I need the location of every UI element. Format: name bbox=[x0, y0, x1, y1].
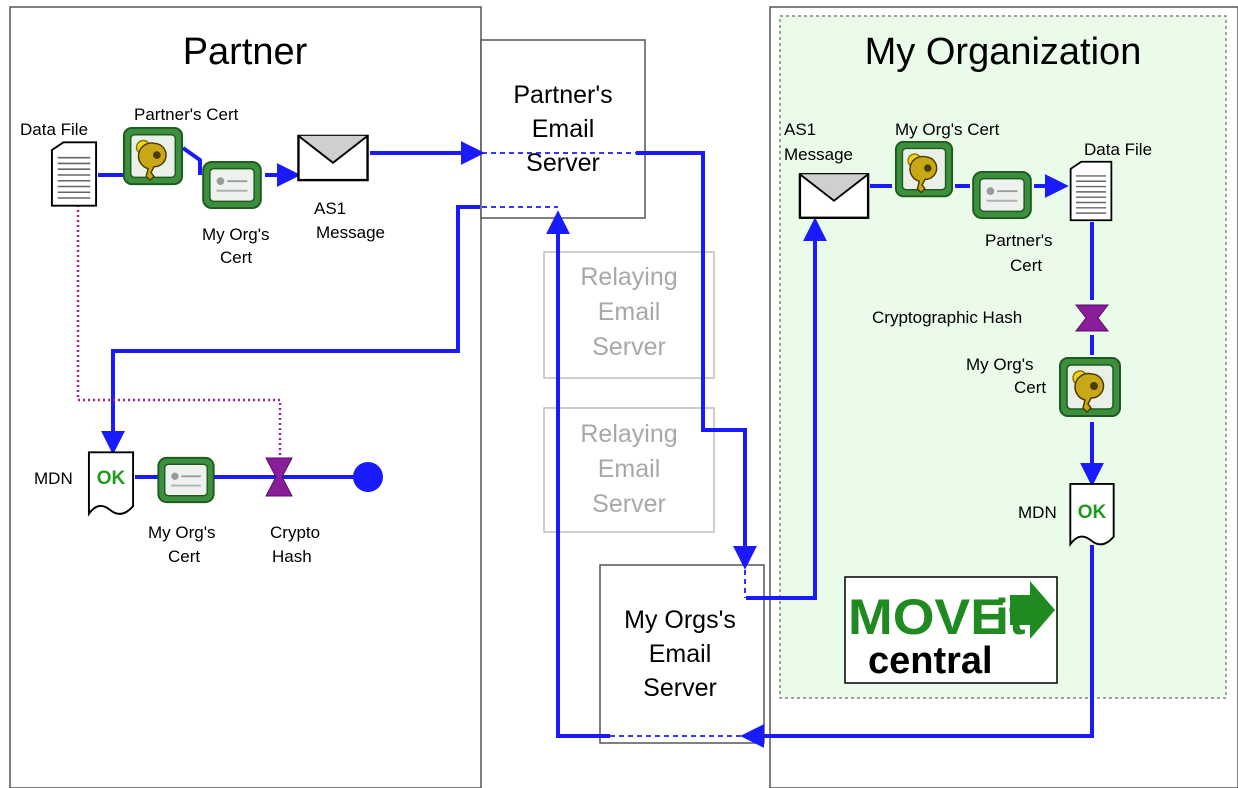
partner-my-org-cert-line2: Cert bbox=[220, 248, 252, 267]
partner-data-file-icon bbox=[50, 141, 98, 207]
partner-mdn-label: MDN bbox=[34, 469, 73, 488]
my-org-server-line1: My Orgs's bbox=[624, 606, 736, 634]
partner-server-line2: Email bbox=[532, 115, 595, 143]
hash-link-line bbox=[76, 200, 282, 460]
org-crypto-hash-label: Cryptographic Hash bbox=[872, 308, 1022, 327]
my-org-title: My Organization bbox=[865, 31, 1142, 73]
logo-it-text: it bbox=[995, 589, 1026, 645]
flow-lines bbox=[98, 141, 1104, 748]
my-org-email-server-box bbox=[599, 564, 765, 744]
org-mdn-label: MDN bbox=[1018, 503, 1057, 522]
relay1-line2: Email bbox=[598, 298, 661, 326]
org-mdn-ok: OK bbox=[1078, 502, 1107, 523]
partner-mdn-cert-line2: Cert bbox=[168, 547, 200, 566]
partner-email-server-box bbox=[480, 39, 646, 219]
org-my-org-cert-mid-line1: My Org's bbox=[966, 355, 1033, 374]
org-data-file-icon bbox=[1069, 160, 1113, 222]
logo-move-text: MOVE bbox=[848, 589, 1006, 645]
partner-as1-line2: Message bbox=[316, 223, 385, 242]
partner-server-line1: Partner's bbox=[513, 81, 612, 109]
relay-server-1-box bbox=[543, 251, 715, 379]
end-point-dot bbox=[353, 462, 383, 492]
partner-crypto-hash-icon bbox=[265, 457, 293, 497]
my-org-server-line3: Server bbox=[643, 674, 717, 702]
org-my-org-cert-key-icon bbox=[894, 140, 954, 198]
org-data-file-label: Data File bbox=[1084, 140, 1152, 159]
partner-mdn-cert-icon bbox=[157, 456, 215, 504]
partner-my-org-cert-line1: My Org's bbox=[202, 225, 269, 244]
org-my-org-cert-mid-key-icon bbox=[1058, 356, 1122, 418]
partner-title: Partner bbox=[183, 31, 308, 73]
partner-data-file-label: Data File bbox=[20, 120, 88, 139]
partner-mdn-ok: OK bbox=[97, 468, 126, 489]
org-partner-cert-icon bbox=[972, 170, 1032, 220]
moveit-central-logo: MOVE it central bbox=[844, 576, 1058, 684]
logo-central-text: central bbox=[868, 640, 993, 682]
relay1-line3: Server bbox=[592, 333, 666, 361]
org-envelope-icon bbox=[798, 173, 870, 219]
partner-cert-label: Partner's Cert bbox=[134, 105, 239, 124]
org-partner-cert-line1: Partner's bbox=[985, 231, 1053, 250]
relay2-line2: Email bbox=[598, 455, 661, 483]
partner-crypto-line1: Crypto bbox=[270, 523, 320, 542]
org-as1-line2: Message bbox=[784, 145, 853, 164]
relay2-line3: Server bbox=[592, 490, 666, 518]
partner-envelope-icon bbox=[297, 134, 369, 182]
relay1-line1: Relaying bbox=[580, 263, 677, 291]
relay2-line1: Relaying bbox=[580, 420, 677, 448]
relay-server-2-box bbox=[543, 407, 715, 533]
partner-mdn-cert-line1: My Org's bbox=[148, 523, 215, 542]
partner-as1-line1: AS1 bbox=[314, 199, 346, 218]
partner-region bbox=[9, 6, 482, 788]
org-my-org-cert-label: My Org's Cert bbox=[895, 120, 1000, 139]
partner-crypto-line2: Hash bbox=[272, 547, 312, 566]
org-partner-cert-line2: Cert bbox=[1010, 256, 1042, 275]
my-org-server-line2: Email bbox=[649, 640, 712, 668]
partner-side-my-org-cert-icon bbox=[202, 160, 262, 210]
dashed-in-server-lines bbox=[482, 152, 746, 737]
org-crypto-hash-icon bbox=[1074, 304, 1110, 332]
org-as1-line1: AS1 bbox=[784, 120, 816, 139]
org-my-org-cert-mid-line2: Cert bbox=[1014, 378, 1046, 397]
partner-cert-key-icon bbox=[122, 126, 184, 186]
